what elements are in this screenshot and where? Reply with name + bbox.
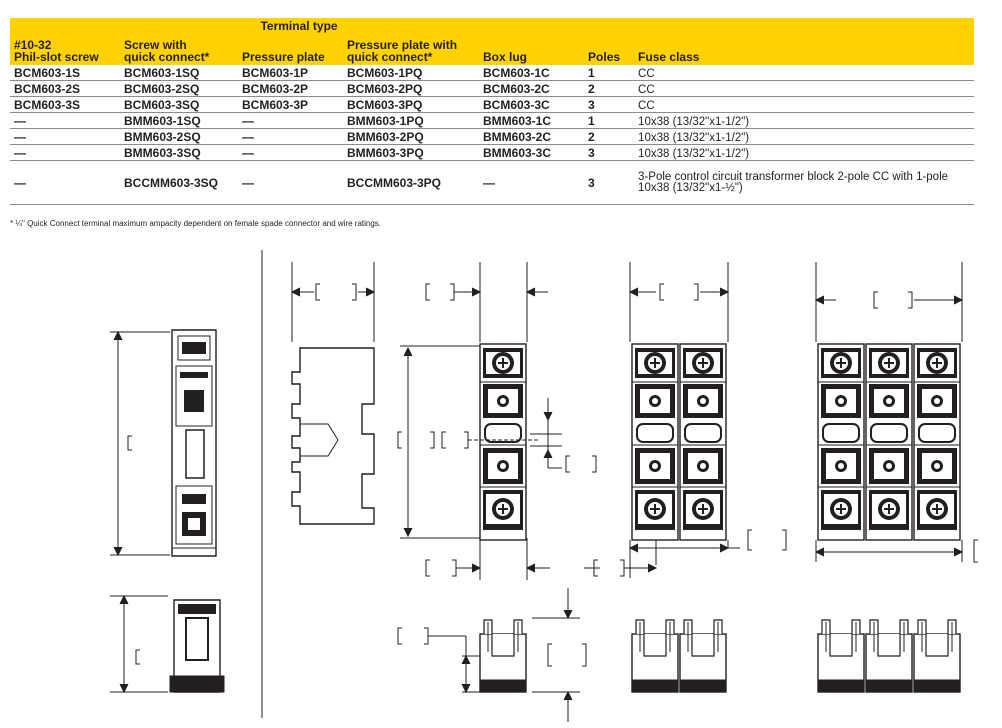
table-cell: 1 xyxy=(584,65,635,81)
table-cell: 10x38 (13/32"x1-1/2") xyxy=(634,144,975,161)
table-cell: BCM603-3P xyxy=(238,96,343,113)
table-cell: BCM603-2PQ xyxy=(343,80,479,97)
table-cell: BCM603-3PQ xyxy=(343,96,479,113)
table-group-header-row: Terminal type xyxy=(10,18,975,33)
table-cell: CC xyxy=(634,96,975,113)
table-cell: BCM603-1C xyxy=(479,65,585,81)
one-pole-front-drawing xyxy=(397,262,597,580)
table-cell: BCCMM603-3PQ xyxy=(343,160,479,205)
table-cell: — xyxy=(238,112,343,129)
table-cell: BCM603-2SQ xyxy=(120,80,238,97)
table-cell: BMM603-2PQ xyxy=(343,128,479,145)
table-cell: CC xyxy=(634,80,975,97)
table-cell: BCCMM603-3SQ xyxy=(120,160,238,205)
table-header-row: #10-32 Phil-slot screw Screw with quick c… xyxy=(10,33,975,65)
column-header: Screw with quick connect* xyxy=(124,38,210,64)
column-header: Poles xyxy=(588,50,621,64)
column-header: Box lug xyxy=(483,50,527,64)
table-cell: 3 xyxy=(584,96,635,113)
profile-outline-drawing xyxy=(290,262,376,525)
column-header: #10-32 Phil-slot screw xyxy=(14,38,99,64)
side-view-bottom-drawing xyxy=(110,594,225,694)
column-header: Fuse class xyxy=(638,50,700,64)
table-cell: — xyxy=(479,160,585,205)
column-header: Pressure plate xyxy=(242,50,325,64)
table-cell: BMM603-1C xyxy=(479,112,585,129)
table-cell: BCM603-3SQ xyxy=(120,96,238,113)
terminal-type-header: Terminal type xyxy=(260,18,338,33)
one-pole-side-drawing xyxy=(397,588,587,722)
column-header: Pressure plate with quick connect* xyxy=(347,38,458,64)
catalog-table: Terminal type #10-32 Phil-slot screw Scre… xyxy=(10,18,975,205)
table-cell: — xyxy=(238,144,343,161)
table-cell: — xyxy=(10,128,120,145)
table-cell: BCM603-2C xyxy=(479,80,585,97)
table-cell: 3 xyxy=(584,160,635,205)
three-pole-front-drawing xyxy=(814,262,978,693)
table-cell: CC xyxy=(634,65,975,81)
table-cell: BMM603-3C xyxy=(479,144,585,161)
table-cell: BCM603-1P xyxy=(238,65,343,81)
two-pole-front-drawing xyxy=(584,262,787,693)
table-cell: BMM603-2SQ xyxy=(120,128,238,145)
table-cell: BCM603-1SQ xyxy=(120,65,238,81)
footnote: * ¼" Quick Connect terminal maximum ampa… xyxy=(10,219,382,228)
table-cell: — xyxy=(10,144,120,161)
table-cell: BCM603-2P xyxy=(238,80,343,97)
table-cell: — xyxy=(238,160,343,205)
table-cell: BMM603-3PQ xyxy=(343,144,479,161)
table-cell: BCM603-2S xyxy=(10,80,120,97)
table-cell: 3 xyxy=(584,144,635,161)
table-cell: 10x38 (13/32"x1-1/2") xyxy=(634,112,975,129)
table-cell: 2 xyxy=(584,128,635,145)
table-cell: 2 xyxy=(584,80,635,97)
table-cell: — xyxy=(238,128,343,145)
table-cell: BCM603-3C xyxy=(479,96,585,113)
table-cell: 10x38 (13/32"x1-1/2") xyxy=(634,128,975,145)
table-cell: 1 xyxy=(584,112,635,129)
table-cell: BCM603-1PQ xyxy=(343,65,479,81)
table-cell: BMM603-2C xyxy=(479,128,585,145)
side-view-drawing xyxy=(110,329,217,557)
table-cell: BMM603-1SQ xyxy=(120,112,238,129)
table-cell: — xyxy=(10,160,120,205)
table-cell: BCM603-3S xyxy=(10,96,120,113)
table-cell: BCM603-1S xyxy=(10,65,120,81)
table-cell: — xyxy=(10,112,120,129)
table-cell: BMM603-1PQ xyxy=(343,112,479,129)
table-cell: 3-Pole control circuit transformer block… xyxy=(634,160,975,205)
table-cell: BMM603-3SQ xyxy=(120,144,238,161)
